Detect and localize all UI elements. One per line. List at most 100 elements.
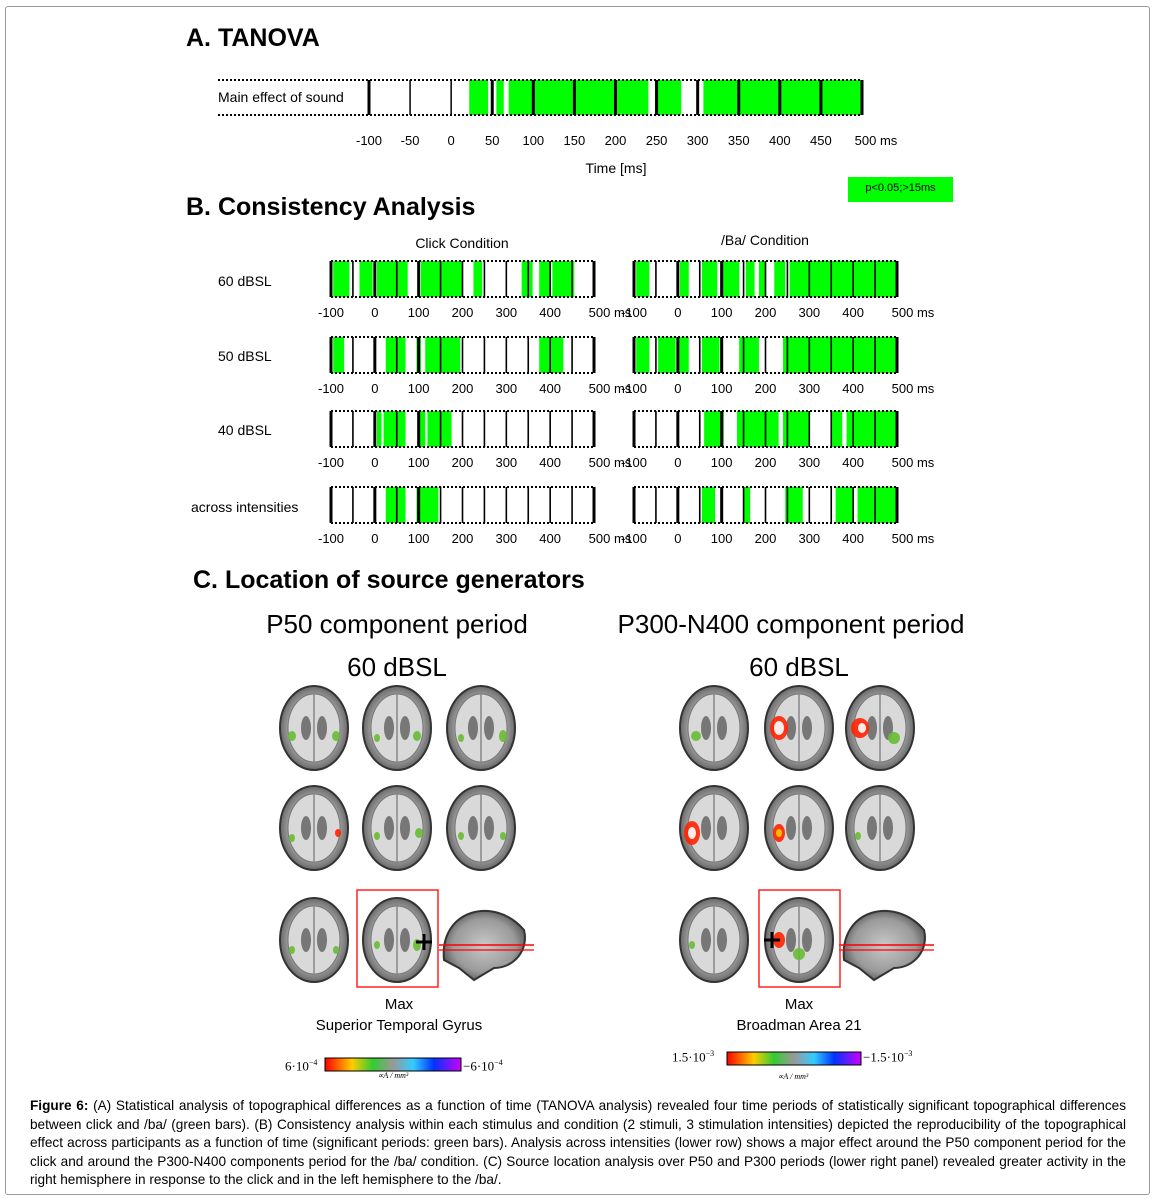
click-tick-label: 200 bbox=[451, 531, 474, 546]
brain-ventricle bbox=[786, 716, 796, 740]
ba-significant-bar bbox=[774, 261, 786, 297]
tanova-significant-bar bbox=[703, 80, 862, 115]
brain-ventricle bbox=[701, 716, 711, 740]
click-tick-label: 500 ms bbox=[588, 531, 632, 546]
brain-ventricle bbox=[468, 816, 478, 840]
click-tick-label: -100 bbox=[317, 305, 345, 320]
click-tick-label: 200 bbox=[451, 381, 474, 396]
click-tick-label: 0 bbox=[371, 531, 379, 546]
ba-tick-label: 0 bbox=[674, 305, 682, 320]
brain-ventricle bbox=[384, 816, 394, 840]
brain-ventricle bbox=[484, 816, 494, 840]
brain-ventricle bbox=[802, 928, 812, 952]
click-significant-bar bbox=[473, 261, 483, 297]
activation-blob bbox=[688, 827, 696, 839]
brain-ventricle bbox=[802, 816, 812, 840]
activation-blob bbox=[413, 731, 421, 741]
significance-legend: p<0.05;>15ms bbox=[848, 177, 953, 202]
brain-ventricle bbox=[400, 716, 410, 740]
row-label-50: 50 dBSL bbox=[218, 348, 272, 364]
click-significant-bar bbox=[383, 411, 406, 447]
brain-ventricle bbox=[384, 716, 394, 740]
activation-blob bbox=[888, 732, 900, 744]
ba-significant-bar bbox=[789, 261, 897, 297]
click-significant-bar bbox=[385, 337, 406, 373]
ba-tick-label: 500 ms bbox=[891, 455, 935, 470]
consistency-chart bbox=[329, 260, 899, 524]
click-tick-label: 400 bbox=[539, 455, 562, 470]
activation-blob bbox=[776, 829, 782, 837]
p50-max-label: Max bbox=[384, 996, 414, 1013]
ba-tick-label: 100 bbox=[710, 305, 733, 320]
activation-blob bbox=[458, 734, 464, 742]
ba-tick-label: 0 bbox=[674, 531, 682, 546]
max-crosshair bbox=[416, 934, 432, 950]
ba-significant-bar bbox=[831, 411, 843, 447]
activation-blob bbox=[855, 832, 861, 840]
ba-tick-label: 300 bbox=[798, 455, 821, 470]
tanova-significant-bar bbox=[654, 80, 682, 115]
activation-blob bbox=[374, 734, 380, 742]
ba-tick-label: -100 bbox=[620, 381, 648, 396]
figure-caption: Figure 6: (A) Statistical analysis of to… bbox=[30, 1097, 1126, 1190]
activation-blob bbox=[289, 946, 295, 954]
ba-tick-label: 0 bbox=[674, 381, 682, 396]
p300-intensity: 60 dBSL bbox=[749, 652, 849, 682]
activation-blob bbox=[333, 946, 339, 954]
brain-ventricle bbox=[786, 928, 796, 952]
p50-region: Superior Temporal Gyrus bbox=[315, 1017, 483, 1034]
ba-significant-bar bbox=[785, 487, 803, 523]
brain-ventricle bbox=[301, 716, 311, 740]
ba-significant-bar bbox=[677, 337, 689, 373]
ba-tick-label: 500 ms bbox=[891, 305, 935, 320]
tanova-tick-label: 500 ms bbox=[854, 133, 898, 148]
ba-significant-bar bbox=[658, 337, 676, 373]
click-significant-bar bbox=[552, 261, 575, 297]
click-tick-label: 100 bbox=[407, 531, 430, 546]
ba-significant-bar bbox=[745, 261, 755, 297]
brain-ventricle bbox=[301, 928, 311, 952]
max-highlight-box bbox=[758, 889, 841, 988]
row-label-40: 40 dBSL bbox=[218, 422, 272, 438]
p50-title: P50 component period bbox=[266, 609, 528, 639]
ba-significant-bar bbox=[743, 487, 751, 523]
right-cbar-unit: ∝A / mm³ bbox=[777, 1072, 809, 1081]
click-tick-label: -100 bbox=[317, 455, 345, 470]
brain-ventricle bbox=[317, 928, 327, 952]
brain-ventricle bbox=[867, 716, 877, 740]
panel-a-title: A. TANOVA bbox=[186, 24, 320, 52]
tanova-tick-label: 450 bbox=[810, 133, 832, 148]
click-significant-bar bbox=[385, 487, 406, 523]
brain-ventricle bbox=[786, 816, 796, 840]
ba-tick-label: 200 bbox=[754, 455, 777, 470]
click-tick-label: 200 bbox=[451, 305, 474, 320]
brain-ventricle bbox=[468, 716, 478, 740]
click-tick-label: -100 bbox=[317, 381, 345, 396]
click-tick-label: 300 bbox=[495, 381, 518, 396]
ba-tick-label: 200 bbox=[754, 381, 777, 396]
left-cbar-unit: ∝A / mm³ bbox=[377, 1071, 409, 1080]
row-label-across: across intensities bbox=[191, 499, 299, 515]
tanova-tick-label: 250 bbox=[645, 133, 668, 148]
click-significant-bar bbox=[359, 261, 373, 297]
right-cbar-max: 1.5·10−3 bbox=[672, 1049, 715, 1065]
activation-blob bbox=[289, 834, 295, 842]
tanova-tick-label: 400 bbox=[768, 133, 791, 148]
ba-significant-bar bbox=[636, 337, 650, 373]
click-tick-label: 400 bbox=[539, 531, 562, 546]
ba-tick-label: -100 bbox=[620, 455, 648, 470]
tanova-chart bbox=[218, 79, 864, 116]
figure-frame bbox=[5, 6, 1150, 1195]
ba-tick-label: 400 bbox=[842, 455, 865, 470]
click-tick-label: 100 bbox=[407, 455, 430, 470]
ba-tick-label: -100 bbox=[620, 531, 648, 546]
max-highlight-box bbox=[356, 889, 439, 988]
tanova-tick-label: 350 bbox=[727, 133, 750, 148]
activation-blob bbox=[500, 832, 506, 840]
ba-significant-bar bbox=[680, 261, 689, 297]
tanova-tick-label: 300 bbox=[686, 133, 709, 148]
left-cbar-min: −6·10−4 bbox=[463, 1058, 503, 1074]
click-tick-label: 0 bbox=[371, 305, 379, 320]
ba-significant-bar bbox=[701, 261, 718, 297]
click-significant-bar bbox=[377, 261, 408, 297]
